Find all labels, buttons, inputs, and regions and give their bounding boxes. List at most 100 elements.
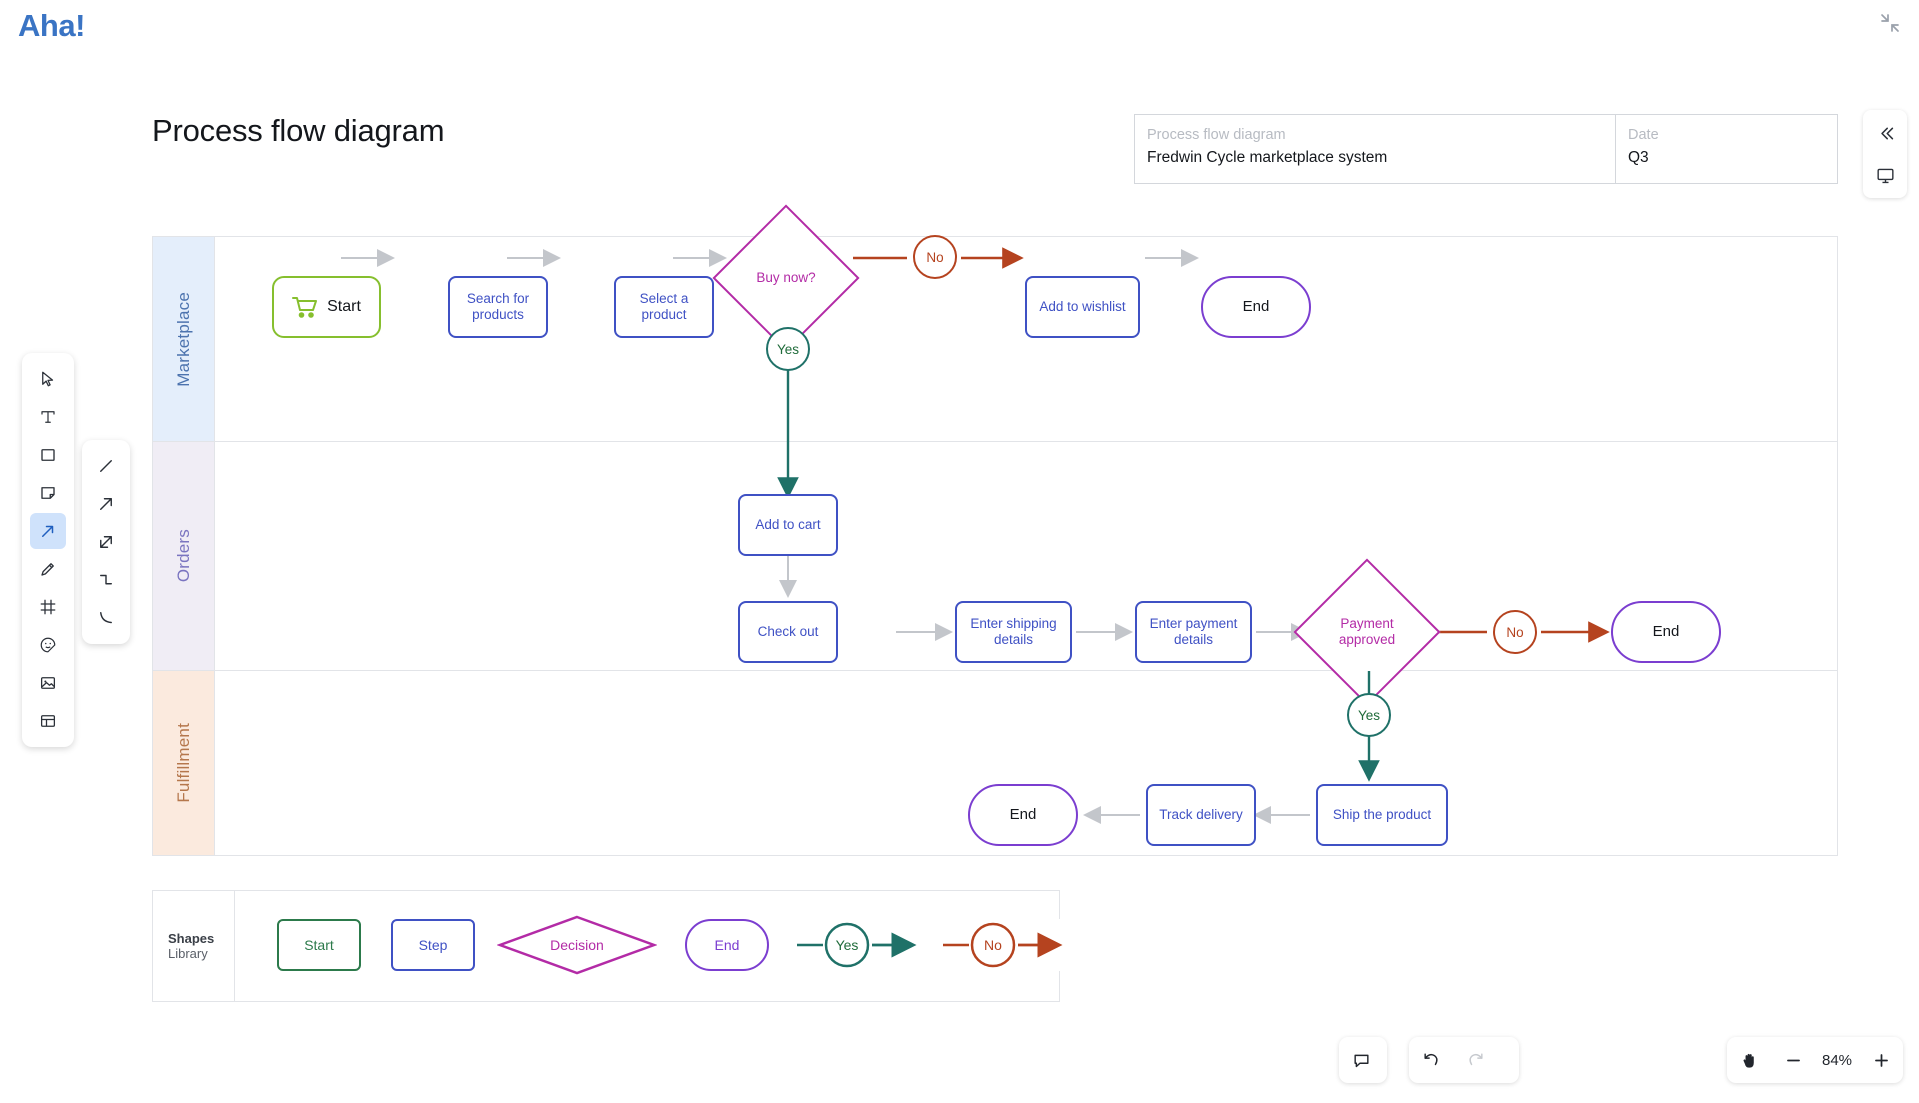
swimlane-label: Marketplace	[173, 291, 193, 387]
shape-label: Decision	[550, 937, 604, 953]
node-end-3[interactable]: End	[968, 784, 1078, 846]
library-shape-start[interactable]: Start	[277, 919, 361, 971]
node-label: End	[1242, 298, 1270, 315]
aha-logo[interactable]: Aha!	[18, 8, 85, 43]
image-icon[interactable]	[30, 665, 66, 701]
page-title: Process flow diagram	[152, 113, 445, 148]
shapes-library-subtitle: Library	[168, 946, 208, 961]
presentation-icon[interactable]	[1870, 160, 1900, 190]
node-enter-shipping-details[interactable]: Enter shipping details	[955, 601, 1072, 663]
meta-name-label: Process flow diagram	[1147, 127, 1286, 143]
node-label: End	[1652, 623, 1680, 640]
swimlane-label: Fulfillment	[173, 723, 193, 803]
node-start[interactable]: Start	[272, 276, 381, 338]
node-ship-the-product[interactable]: Ship the product	[1316, 784, 1448, 846]
swimlane-header-marketplace[interactable]: Marketplace	[153, 237, 215, 441]
meta-name-value: Fredwin Cycle marketplace system	[1147, 149, 1388, 166]
node-add-to-cart[interactable]: Add to cart	[738, 494, 838, 556]
meta-date-value: Q3	[1628, 149, 1649, 166]
yes-connector-icon	[797, 922, 917, 968]
connectors-lane-1	[341, 247, 1199, 442]
meta-table: Process flow diagram Fredwin Cycle marke…	[1134, 114, 1838, 184]
diamond-shape	[497, 915, 657, 975]
node-select-a-product[interactable]: Select a product	[614, 276, 714, 338]
node-end-1[interactable]: End	[1201, 276, 1311, 338]
node-search-for-products[interactable]: Search for products	[448, 276, 548, 338]
pencil-icon[interactable]	[30, 551, 66, 587]
library-shape-end[interactable]: End	[685, 919, 769, 971]
node-track-delivery[interactable]: Track delivery	[1146, 784, 1256, 846]
meta-cell-name[interactable]: Process flow diagram Fredwin Cycle marke…	[1135, 115, 1616, 183]
shapes-library-title: Shapes	[168, 931, 215, 946]
emoji-icon[interactable]	[30, 627, 66, 663]
curve-icon[interactable]	[88, 600, 124, 636]
library-shape-decision[interactable]: Decision	[497, 915, 657, 975]
sticky-note-icon[interactable]	[30, 475, 66, 511]
redo-icon[interactable]	[1453, 1037, 1497, 1083]
library-shape-no[interactable]: No	[941, 919, 1069, 971]
library-shape-step[interactable]: Step	[391, 919, 475, 971]
node-enter-payment-details[interactable]: Enter payment details	[1135, 601, 1252, 663]
shape-label: Step	[418, 937, 448, 953]
node-label: Add to cart	[755, 517, 821, 532]
comment-group	[1339, 1037, 1387, 1083]
connector-style-toolbar	[82, 440, 130, 644]
connector-label-no-2[interactable]: No	[1493, 610, 1537, 654]
node-label: Enter shipping details	[970, 616, 1057, 647]
frame-icon[interactable]	[30, 589, 66, 625]
connector-label-yes-1[interactable]: Yes	[766, 327, 810, 371]
shapes-library: Shapes Library Start Step Decision End	[152, 890, 1069, 1002]
double-arrow-icon[interactable]	[88, 524, 124, 560]
shape-label: Start	[304, 937, 334, 953]
arrow-icon[interactable]	[88, 486, 124, 522]
elbow-icon[interactable]	[88, 562, 124, 598]
connector-label-yes-2[interactable]: Yes	[1347, 693, 1391, 737]
swimlane-header-orders[interactable]: Orders	[153, 442, 215, 670]
chevrons-left-icon[interactable]	[1870, 118, 1900, 148]
node-label: No	[1506, 624, 1524, 640]
zoom-group: 84%	[1727, 1037, 1903, 1083]
select-tool[interactable]	[30, 361, 66, 397]
zoom-in-button[interactable]	[1859, 1037, 1903, 1083]
line-icon[interactable]	[88, 448, 124, 484]
node-label: Buy now?	[756, 270, 816, 285]
node-label: Add to wishlist	[1039, 299, 1126, 314]
no-connector-icon	[943, 922, 1063, 968]
node-label: Ship the product	[1332, 807, 1432, 822]
shopping-cart-icon	[292, 296, 318, 318]
node-buy-now[interactable]: Buy now?	[712, 204, 860, 352]
zoom-level: 84%	[1821, 1051, 1853, 1069]
swimlane-body-marketplace: Start Search for products Select a produ…	[215, 204, 1837, 442]
connector-label-no-1[interactable]: No	[913, 235, 957, 279]
shape-label: No	[984, 937, 1002, 953]
swimlane-orders: Orders	[153, 442, 1837, 706]
zoom-out-button[interactable]	[1771, 1037, 1815, 1083]
shapes-library-body: Start Step Decision End	[235, 891, 1069, 1001]
swimlane-header-fulfillment[interactable]: Fulfillment	[153, 671, 215, 855]
layout-icon[interactable]	[30, 703, 66, 739]
meta-cell-date[interactable]: Date Q3	[1616, 115, 1837, 183]
node-label: Check out	[757, 624, 819, 639]
node-label: Select a product	[639, 291, 689, 322]
node-check-out[interactable]: Check out	[738, 601, 838, 663]
connectors-lane-3	[1083, 671, 1380, 824]
node-label: Yes	[1357, 707, 1381, 723]
hand-icon[interactable]	[1727, 1037, 1771, 1083]
comment-icon[interactable]	[1339, 1037, 1383, 1083]
swimlane-label: Orders	[173, 529, 193, 583]
undo-icon[interactable]	[1409, 1037, 1453, 1083]
node-payment-approved[interactable]: Payment approved	[1293, 558, 1441, 706]
history-group	[1409, 1037, 1519, 1083]
text-tool[interactable]	[30, 399, 66, 435]
library-shape-yes[interactable]: Yes	[795, 919, 923, 971]
shape-label: Yes	[835, 937, 859, 953]
node-label: Track delivery	[1159, 807, 1243, 822]
rectangle-icon[interactable]	[30, 437, 66, 473]
main-toolbar	[22, 353, 74, 747]
shape-label: End	[714, 937, 740, 953]
node-end-2[interactable]: End	[1611, 601, 1721, 663]
node-add-to-wishlist[interactable]: Add to wishlist	[1025, 276, 1140, 338]
connector-tool[interactable]	[30, 513, 66, 549]
collapse-fullscreen-icon[interactable]	[1879, 12, 1901, 34]
diagram-frame: Marketplace	[152, 204, 1838, 856]
